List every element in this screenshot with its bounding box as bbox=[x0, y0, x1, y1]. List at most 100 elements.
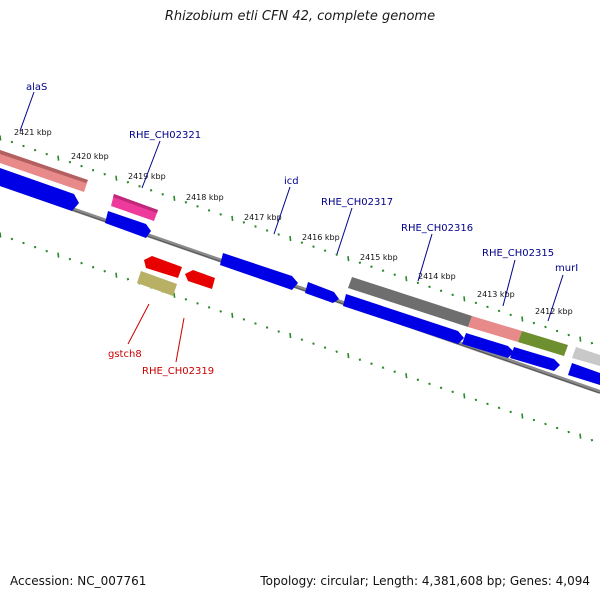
feature-RHE_CH02315-cds[interactable] bbox=[510, 347, 560, 371]
feature-RHE_CH02321-gene[interactable] bbox=[111, 194, 158, 221]
upper-tick-row-tick bbox=[544, 325, 547, 329]
lower-tick-row-tick bbox=[10, 237, 14, 241]
gene-label-icd[interactable]: icd bbox=[284, 176, 299, 187]
feature-RHE_CH02319-cds[interactable] bbox=[185, 270, 215, 289]
upper-tick-row-tick bbox=[323, 249, 327, 252]
lower-tick-row-tick bbox=[416, 378, 420, 382]
upper-tick-row-tick bbox=[451, 293, 454, 297]
lower-tick-row-tick bbox=[80, 261, 83, 265]
genome-backbone bbox=[0, 182, 600, 394]
gene-label-RHE_CH02317[interactable]: RHE_CH02317 bbox=[321, 197, 393, 208]
lower-tick-row-tick bbox=[45, 249, 48, 253]
feature-next-gene[interactable] bbox=[572, 347, 600, 366]
lower-tick-row-tick bbox=[370, 362, 373, 365]
leader-alaS bbox=[19, 91, 35, 132]
upper-tick-row-tick bbox=[428, 285, 431, 289]
tick-rows bbox=[0, 135, 594, 442]
feature-RHE_CH02315-gene[interactable] bbox=[468, 316, 522, 342]
lower-tick-row-tick bbox=[358, 358, 362, 361]
feature-alaS-cds[interactable] bbox=[0, 168, 79, 211]
lower-tick-row-tick bbox=[474, 398, 478, 402]
upper-tick-row-tick bbox=[370, 265, 373, 268]
gene-label-alaS[interactable]: alaS bbox=[26, 82, 47, 93]
kbp-label: 2417 kbp bbox=[244, 213, 282, 222]
lower-tick-row-tick bbox=[555, 426, 559, 430]
upper-tick-row-tick bbox=[381, 269, 385, 272]
upper-tick-row-tick bbox=[115, 175, 118, 181]
lower-tick-row-tick bbox=[428, 382, 431, 386]
upper-tick-row-tick bbox=[68, 160, 72, 164]
feature-RHE_CH02317-cds[interactable] bbox=[343, 294, 464, 344]
lower-tick-row-tick bbox=[439, 386, 443, 390]
lower-tick-row-tick bbox=[509, 410, 512, 414]
kbp-label: 2412 kbp bbox=[535, 307, 573, 316]
lower-tick-row-tick bbox=[173, 292, 176, 298]
gene-label-RHE_CH02319[interactable]: RHE_CH02319 bbox=[142, 366, 214, 377]
lower-tick-row-tick bbox=[242, 318, 246, 321]
upper-tick-row-tick bbox=[10, 140, 14, 144]
gene-label-RHE_CH02316[interactable]: RHE_CH02316 bbox=[401, 223, 473, 234]
gene-label-gstch8[interactable]: gstch8 bbox=[108, 349, 142, 360]
feature-RHE_CH02319-near-cds[interactable] bbox=[305, 282, 339, 303]
lower-tick-row-tick bbox=[579, 433, 582, 439]
feature-RHE_CH02317-gene[interactable] bbox=[348, 277, 472, 327]
lower-tick-row-tick bbox=[68, 257, 72, 261]
lower-tick-row-tick bbox=[103, 269, 106, 273]
lower-tick-row-tick bbox=[567, 430, 570, 434]
lower-tick-row-tick bbox=[323, 346, 327, 349]
gene-label-murI[interactable]: murI bbox=[555, 263, 578, 274]
upper-tick-row-tick bbox=[207, 209, 211, 212]
feature-RHE_CH02321-gene-shade bbox=[113, 194, 158, 213]
upper-tick-row-tick bbox=[555, 329, 559, 333]
upper-tick-row-tick bbox=[521, 316, 524, 322]
lower-tick-row-tick bbox=[254, 322, 257, 325]
feature-icd-cds[interactable] bbox=[220, 253, 298, 290]
feature-gstch8-cds[interactable] bbox=[144, 256, 182, 278]
upper-tick-row-tick bbox=[497, 309, 501, 313]
lower-tick-row-tick bbox=[0, 232, 2, 238]
lower-tick-row-tick bbox=[521, 413, 524, 419]
upper-tick-row-tick bbox=[463, 296, 466, 302]
upper-tick-row-tick bbox=[231, 215, 234, 221]
upper-tick-row-tick bbox=[289, 235, 292, 242]
upper-tick-row-tick bbox=[22, 144, 25, 148]
upper-tick-row-tick bbox=[149, 189, 153, 192]
leader-RHE_CH02319 bbox=[175, 317, 185, 363]
label-leaders bbox=[19, 91, 564, 363]
upper-tick-row-tick bbox=[173, 195, 176, 201]
lower-tick-row-tick bbox=[381, 366, 385, 369]
upper-tick-row-tick bbox=[45, 152, 48, 156]
upper-tick-row-tick bbox=[254, 225, 257, 228]
accession-text: Accession: NC_007761 bbox=[10, 574, 147, 588]
leader-RHE_CH02321 bbox=[141, 140, 161, 189]
lower-tick-row-tick bbox=[544, 422, 547, 426]
feature-murI-cds[interactable] bbox=[568, 363, 600, 385]
feature-gstch8-gene[interactable] bbox=[137, 271, 177, 296]
gene-labels: alaS RHE_CH02321 icd RHE_CH02317 RHE_CH0… bbox=[26, 82, 578, 377]
upper-tick-row-tick bbox=[532, 321, 536, 325]
lower-tick-row-tick bbox=[207, 306, 211, 309]
upper-tick-row-tick bbox=[138, 185, 141, 188]
upper-tick-row-tick bbox=[358, 261, 362, 264]
upper-tick-row-tick bbox=[509, 313, 512, 317]
lower-tick-row-tick bbox=[486, 402, 489, 406]
map-title: Rhizobium etli CFN 42, complete genome bbox=[164, 9, 436, 24]
leader-icd bbox=[273, 186, 291, 235]
feature-RHE_CH02316-cds[interactable] bbox=[462, 333, 514, 358]
upper-tick-row-tick bbox=[579, 336, 582, 342]
leader-RHE_CH02315 bbox=[502, 259, 516, 307]
lower-tick-row-tick bbox=[393, 370, 396, 373]
lower-tick-row-tick bbox=[219, 310, 222, 313]
feature-RHE_CH02321-cds[interactable] bbox=[105, 211, 151, 238]
kbp-label: 2418 kbp bbox=[186, 193, 224, 202]
lower-tick-row-tick bbox=[91, 265, 95, 269]
gene-label-RHE_CH02321[interactable]: RHE_CH02321 bbox=[129, 130, 201, 141]
lower-tick-row-tick bbox=[347, 353, 350, 359]
gene-label-RHE_CH02315[interactable]: RHE_CH02315 bbox=[482, 248, 554, 259]
kbp-label: 2416 kbp bbox=[302, 233, 340, 242]
leader-RHE_CH02316 bbox=[417, 233, 433, 282]
feature-murI-gene[interactable] bbox=[518, 331, 568, 356]
lower-tick-row-tick bbox=[196, 302, 199, 305]
upper-tick-row-tick bbox=[242, 221, 246, 224]
